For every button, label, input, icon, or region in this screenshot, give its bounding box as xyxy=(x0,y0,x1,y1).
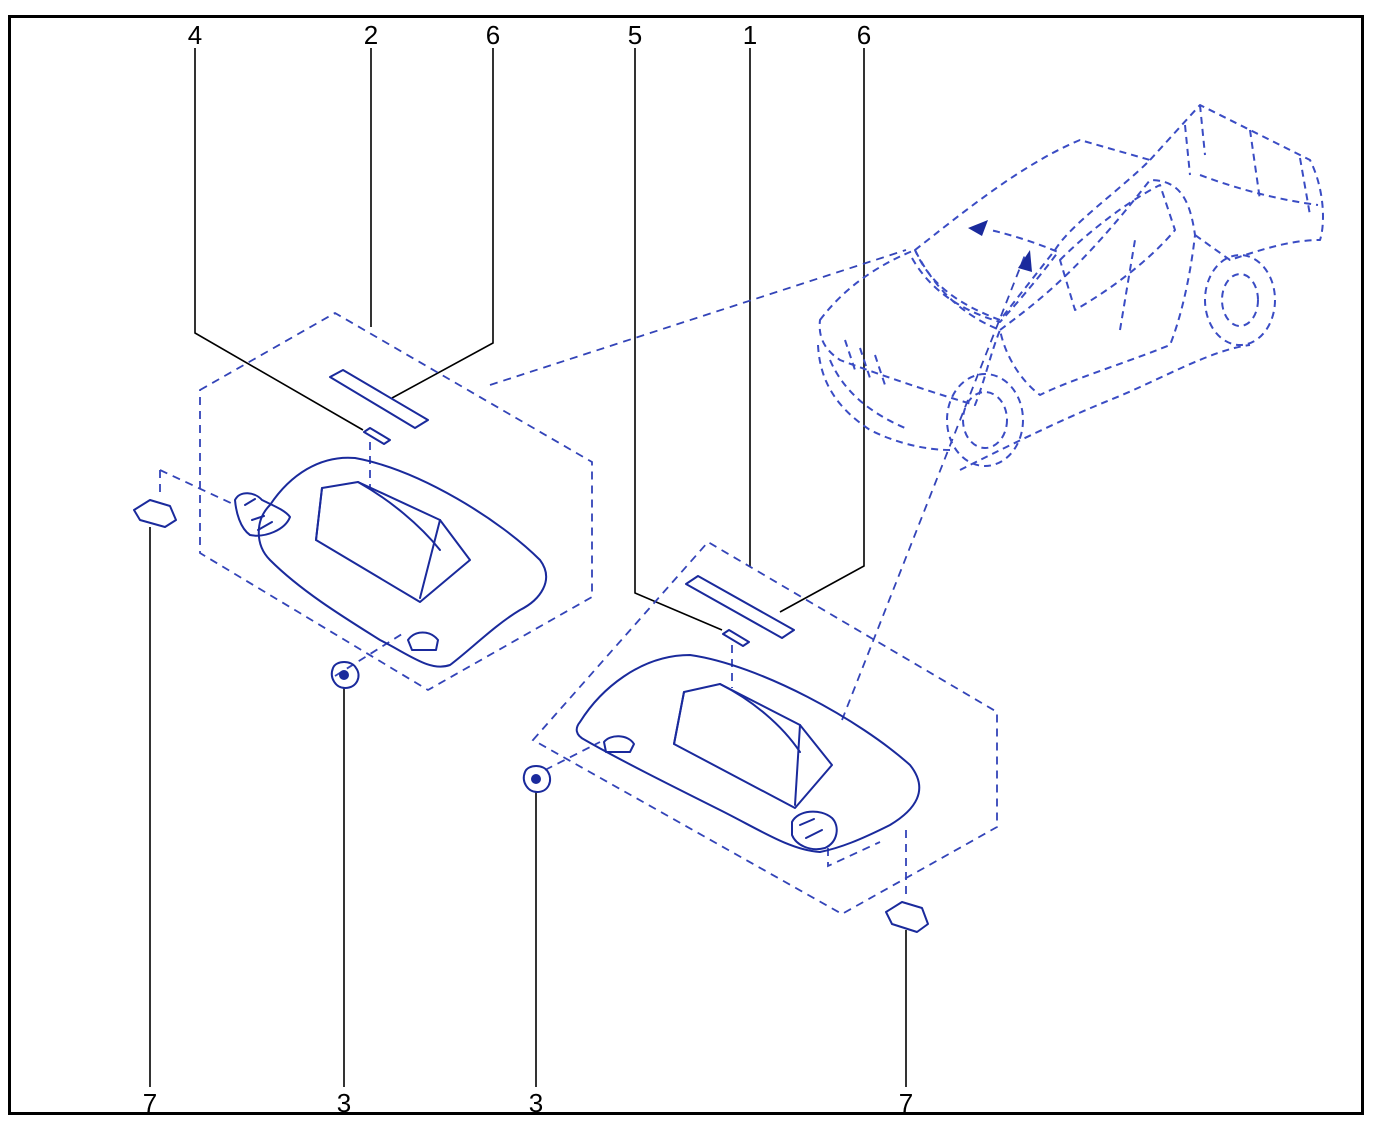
clip-left xyxy=(330,661,360,689)
leader-6-left xyxy=(391,48,494,399)
diagram-frame xyxy=(8,15,1364,1115)
vehicle-phantom-icon xyxy=(817,104,1324,471)
pin-left xyxy=(363,427,391,445)
visor-body-right xyxy=(575,654,921,853)
phantom-boxes xyxy=(159,249,1026,916)
clip-receiver-right xyxy=(603,735,635,753)
clip-right xyxy=(522,765,552,793)
link-line-left xyxy=(489,249,907,386)
callout-5: 5 xyxy=(627,20,643,50)
right-visor-boundary xyxy=(531,540,998,916)
end-cap-right xyxy=(885,901,929,933)
label-strip-right xyxy=(685,575,795,639)
hinge-right xyxy=(791,810,838,851)
callout-6-left: 6 xyxy=(485,20,501,50)
visor-body-left xyxy=(257,456,547,668)
callout-3-left: 3 xyxy=(336,1088,352,1118)
callout-4: 4 xyxy=(187,20,203,50)
callout-3-right: 3 xyxy=(528,1088,544,1118)
link-line-right xyxy=(841,254,1026,721)
leader-lines xyxy=(149,48,907,1087)
vanity-mirror-right xyxy=(673,683,833,809)
vanity-mirror-left xyxy=(315,481,471,603)
callout-2: 2 xyxy=(363,20,379,50)
sun-visor-right-icon xyxy=(575,575,921,853)
left-visor-boundary xyxy=(199,311,593,692)
leader-5 xyxy=(634,48,723,631)
callout-7-right: 7 xyxy=(898,1088,914,1118)
label-strip-left xyxy=(329,369,429,429)
leader-6-right xyxy=(779,48,865,613)
callout-6-right: 6 xyxy=(856,20,872,50)
end-cap-left xyxy=(133,499,177,528)
clip-receiver-left xyxy=(407,631,439,651)
pin-right xyxy=(722,629,750,647)
callout-1: 1 xyxy=(742,20,758,50)
sun-visor-left-icon xyxy=(234,369,547,668)
leader-4 xyxy=(194,48,364,431)
hinge-left xyxy=(234,492,291,537)
callout-7-left: 7 xyxy=(142,1088,158,1118)
